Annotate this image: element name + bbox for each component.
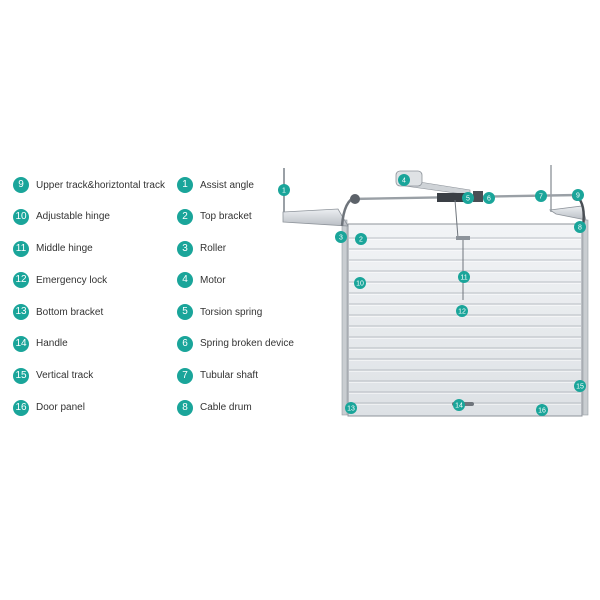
legend-item: 16 Door panel [13,399,165,417]
legend-item: 9 Upper track&horiztontal track [13,176,165,194]
marker-10: 10 [354,277,366,289]
number-badge: 3 [177,240,193,257]
number-badge: 13 [13,304,29,321]
svg-text:6: 6 [487,196,491,203]
marker-12: 12 [456,305,468,317]
number-badge: 2 [177,208,193,225]
legend-label: Cable drum [200,402,252,414]
marker-4: 4 [398,174,410,186]
svg-text:11: 11 [460,275,467,282]
cable-drum-left [350,194,360,204]
legend-label: Assist angle [200,179,254,191]
svg-text:8: 8 [578,225,582,232]
svg-text:3: 3 [339,235,343,242]
marker-6: 6 [483,192,495,204]
svg-text:1: 1 [282,188,286,195]
marker-14: 14 [453,399,465,411]
legend-item: 3 Roller [177,240,294,258]
svg-text:2: 2 [359,237,363,244]
spring-broken-device [473,191,483,202]
legend-label: Adjustable hinge [36,211,110,223]
legend-item: 10 Adjustable hinge [13,208,165,226]
marker-8: 8 [574,221,586,233]
legend-label: Spring broken device [200,338,294,350]
legend-left: 9 Upper track&horiztontal track 10 Adjusta… [13,176,165,430]
number-badge: 14 [13,335,29,352]
legend-label: Torsion spring [200,306,263,318]
marker-16: 16 [536,404,548,416]
svg-text:4: 4 [402,178,406,185]
number-badge: 4 [177,272,193,289]
marker-3: 3 [335,231,347,243]
number-badge: 11 [13,240,29,257]
svg-text:12: 12 [458,309,466,316]
legend-label: Vertical track [36,370,94,382]
number-badge: 9 [13,177,29,193]
legend-item: 1 Assist angle [177,176,294,194]
number-badge: 10 [13,208,29,225]
emergency-lock-bracket [456,236,470,240]
number-badge: 12 [13,272,29,289]
marker-5: 5 [462,192,474,204]
legend-item: 11 Middle hinge [13,240,165,258]
marker-9: 9 [572,189,584,201]
legend-label: Middle hinge [36,243,93,255]
legend-label: Roller [200,243,227,255]
svg-text:13: 13 [347,406,355,413]
svg-text:10: 10 [356,281,364,288]
legend-label: Upper track&horiztontal track [36,179,165,191]
door-panel [347,223,583,417]
marker-11: 11 [458,271,470,283]
svg-text:9: 9 [576,193,580,200]
svg-text:16: 16 [538,408,546,415]
number-badge: 7 [177,367,193,384]
legend-item: 4 Motor [177,271,294,289]
emergency-release-cable [454,199,459,239]
marker-15: 15 [574,380,586,392]
svg-text:15: 15 [576,384,584,391]
legend-label: Bottom bracket [36,306,104,318]
number-badge: 5 [177,304,193,321]
number-badge: 6 [177,335,193,352]
number-badge: 8 [177,399,193,416]
svg-text:14: 14 [455,403,463,410]
marker-2: 2 [355,233,367,245]
number-markers: 1 2 3 4 5 6 7 8 9 10 11 12 13 14 15 16 [278,174,586,416]
legend-label: Tubular shaft [200,370,258,382]
legend-label: Motor [200,274,226,286]
legend-label: Top bracket [200,211,252,223]
legend-item: 8 Cable drum [177,399,294,417]
marker-13: 13 [345,402,357,414]
torsion-spring [437,193,467,202]
legend-item: 13 Bottom bracket [13,303,165,321]
horizontal-track-left [282,208,349,227]
horizontal-track-right [548,205,587,221]
legend-item: 14 Handle [13,335,165,353]
legend-label: Handle [36,338,68,350]
number-badge: 15 [13,367,29,384]
svg-text:7: 7 [539,194,543,201]
legend-item: 5 Torsion spring [177,303,294,321]
marker-7: 7 [535,190,547,202]
marker-1: 1 [278,184,290,196]
legend-label: Emergency lock [36,274,108,286]
number-badge: 16 [13,399,29,416]
legend-label: Door panel [36,402,85,414]
number-badge: 1 [177,177,193,193]
legend-item: 15 Vertical track [13,367,165,385]
svg-text:5: 5 [466,196,470,203]
legend-item: 2 Top bracket [177,208,294,226]
legend-item: 6 Spring broken device [177,335,294,353]
vertical-track-left [341,219,348,416]
legend-item: 7 Tubular shaft [177,367,294,385]
legend-right: 1 Assist angle 2 Top bracket 3 Roller 4 Moto… [177,176,294,430]
legend-item: 12 Emergency lock [13,271,165,289]
